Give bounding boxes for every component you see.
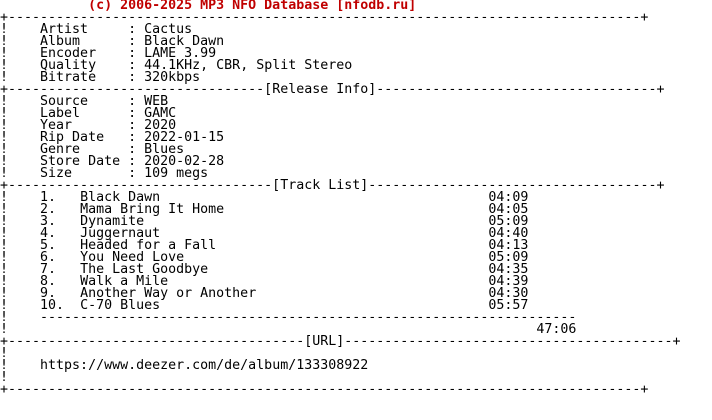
store-date-value: 2020-02-28: [144, 154, 225, 169]
track-row: ! 5. Headed for a Fall 04:13: [0, 238, 529, 253]
track-length: 05:57: [488, 298, 529, 313]
track-number: 2.: [40, 202, 57, 217]
album-label: Album: [40, 34, 81, 49]
source-label: Source: [40, 94, 89, 109]
rip-date-label: Rip Date: [40, 130, 105, 145]
track-number: 10.: [40, 298, 65, 313]
track-row: ! 9. Another Way or Another 04:30: [0, 286, 529, 301]
label-value: GAMC: [144, 106, 177, 121]
bitrate-label: Bitrate: [40, 70, 97, 85]
track-length: 04:30: [488, 286, 529, 301]
url-divider: +-------------------------------------[U…: [0, 334, 681, 349]
release-row-year: ! Year : 2020: [0, 118, 177, 133]
encoder-value: LAME 3.99: [144, 46, 217, 61]
artist-label: Artist: [40, 22, 89, 37]
total-time: 47:06: [536, 322, 577, 337]
track-row: ! 1. Black Dawn 04:09: [0, 190, 529, 205]
track-length: 05:09: [488, 214, 529, 229]
track-length: 04:05: [488, 202, 529, 217]
track-number: 8.: [40, 274, 57, 289]
track-number: 4.: [40, 226, 57, 241]
track-list-heading: Track List: [280, 178, 361, 193]
total-row: ! 47:06: [0, 322, 577, 337]
track-row: ! 10. C-70 Blues 05:57: [0, 298, 529, 313]
track-length: 04:39: [488, 274, 529, 289]
album-value: Black Dawn: [144, 34, 225, 49]
track-title: Dynamite: [80, 214, 145, 229]
rip-date-value: 2022-01-15: [144, 130, 225, 145]
store-date-label: Store Date: [40, 154, 121, 169]
bottom-border: +---------------------------------------…: [0, 382, 649, 397]
quality-value: 44.1KHz, CBR, Split Stereo: [144, 58, 353, 73]
top-border: +---------------------------------------…: [0, 10, 649, 25]
release-info-divider: +--------------------------------[Releas…: [0, 82, 665, 97]
url-heading: URL: [312, 334, 337, 349]
track-number: 9.: [40, 286, 57, 301]
track-row: ! 7. The Last Goodbye 04:35: [0, 262, 529, 277]
year-label: Year: [40, 118, 73, 133]
track-row: ! 3. Dynamite 05:09: [0, 214, 529, 229]
track-number: 3.: [40, 214, 57, 229]
track-title: Mama Bring It Home: [80, 202, 225, 217]
track-length: 05:09: [488, 250, 529, 265]
copyright-banner: (c) 2006-2025 MP3 NFO Database [nfodb.ru…: [88, 0, 417, 13]
release-row-rip-date: ! Rip Date : 2022-01-15: [0, 130, 225, 145]
track-title: Black Dawn: [80, 190, 161, 205]
nfo-document: (c) 2006-2025 MP3 NFO Database [nfodb.ru…: [0, 0, 680, 396]
track-number: 5.: [40, 238, 57, 253]
track-title: Juggernaut: [80, 226, 161, 241]
release-row-size: ! Size : 109 megs: [0, 166, 209, 181]
info-row-album: ! Album : Black Dawn: [0, 34, 225, 49]
size-label: Size: [40, 166, 73, 181]
encoder-label: Encoder: [40, 46, 97, 61]
track-title: Another Way or Another: [80, 286, 257, 301]
info-row-artist: ! Artist : Cactus: [0, 22, 193, 37]
blank-row: !: [0, 370, 9, 385]
track-title: You Need Love: [80, 250, 185, 265]
info-row-bitrate: ! Bitrate : 320kbps: [0, 70, 201, 85]
size-value: 109 megs: [144, 166, 209, 181]
track-title: C-70 Blues: [80, 298, 161, 313]
total-separator: ! --------------------------------------…: [0, 310, 577, 325]
track-length: 04:35: [488, 262, 529, 277]
info-row-encoder: ! Encoder : LAME 3.99: [0, 46, 217, 61]
track-row: ! 8. Walk a Mile 04:39: [0, 274, 529, 289]
track-row: ! 2. Mama Bring It Home 04:05: [0, 202, 529, 217]
release-row-genre: ! Genre : Blues: [0, 142, 185, 157]
track-number: 6.: [40, 250, 57, 265]
track-list-divider: +---------------------------------[Track…: [0, 178, 665, 193]
source-value: WEB: [144, 94, 169, 109]
label-label: Label: [40, 106, 81, 121]
album-url: https://www.deezer.com/de/album/13330892…: [40, 358, 369, 373]
track-number: 1.: [40, 190, 57, 205]
release-row-store-date: ! Store Date : 2020-02-28: [0, 154, 225, 169]
track-number: 7.: [40, 262, 57, 277]
track-length: 04:13: [488, 238, 529, 253]
track-title: Headed for a Fall: [80, 238, 217, 253]
release-row-label: ! Label : GAMC: [0, 106, 177, 121]
track-length: 04:09: [488, 190, 529, 205]
year-value: 2020: [144, 118, 177, 133]
bitrate-value: 320kbps: [144, 70, 201, 85]
url-row: ! https://www.deezer.com/de/album/133308…: [0, 358, 369, 373]
track-title: Walk a Mile: [80, 274, 169, 289]
blank-row: !: [0, 346, 9, 361]
track-title: The Last Goodbye: [80, 262, 209, 277]
release-row-source: ! Source : WEB: [0, 94, 169, 109]
track-length: 04:40: [488, 226, 529, 241]
genre-label: Genre: [40, 142, 81, 157]
info-row-quality: ! Quality : 44.1KHz, CBR, Split Stereo: [0, 58, 353, 73]
quality-label: Quality: [40, 58, 97, 73]
track-row: ! 4. Juggernaut 04:40: [0, 226, 529, 241]
genre-value: Blues: [144, 142, 185, 157]
release-info-heading: Release Info: [272, 82, 369, 97]
track-row: ! 6. You Need Love 05:09: [0, 250, 529, 265]
artist-value: Cactus: [144, 22, 193, 37]
